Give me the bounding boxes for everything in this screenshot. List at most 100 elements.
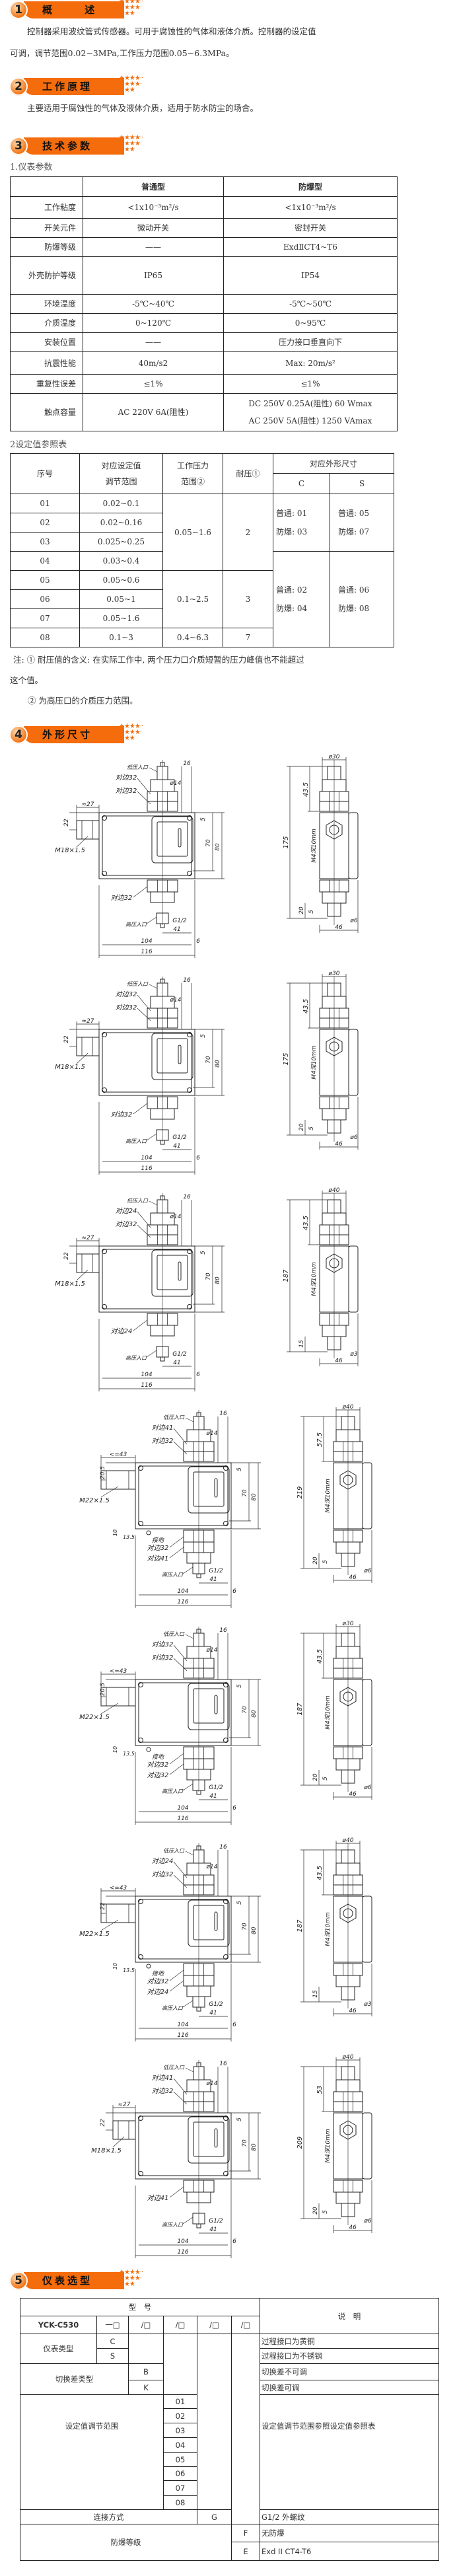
ground-label: 接地 [152,1970,164,1977]
dim-80: 80 [251,2143,258,2151]
side-cover [348,1029,359,1096]
mount-label: M4深10mm [324,2129,332,2163]
cable-thread-label: M22×1.5 [79,1714,110,1721]
housing [135,2112,232,2180]
dim-41: 41 [209,2010,217,2016]
dim-dia14: ø14 [206,2080,218,2087]
ex-value: IP54 [223,256,398,295]
stub-tip [196,2062,201,2067]
section-title: 工作原理 [42,81,93,92]
leader-line [76,836,88,848]
side-top-length-label: 43.5 [316,1649,324,1664]
stars-decoration-icon: ★★★★··★★★★·★★★ [119,134,143,153]
side-height-label: 187 [297,1703,304,1716]
header-s: S [329,473,395,494]
leader-line [173,1874,188,1888]
row-no: 05 [10,570,80,590]
model-header: 型 号 [19,2298,261,2316]
dim-dia14: ø14 [170,997,182,1004]
withstand: 3 [223,570,273,628]
top-nut-label: 对边24 [152,1857,174,1865]
leader-line [133,1319,148,1331]
housing-inner [138,1899,228,1960]
params-table: 普通型 防爆型 工作粘度<1x10⁻³m²/s<1x10⁻³m²/s 开关元件微… [10,176,398,431]
ex-value: -5℃~50℃ [223,294,398,314]
dim-104: 104 [177,2238,188,2245]
work-range: 0.05~1.6 [162,494,223,571]
side-top-length-label: 57.5 [316,1432,324,1447]
ex-value: <1x10⁻³m²/s [223,196,398,219]
screw-icon [102,1032,107,1037]
dim-80: 80 [251,1710,258,1718]
section-number: 2 [9,77,28,96]
header-c: C [273,473,330,494]
bottom-nut-label: 对边32 [147,1977,169,1985]
conn-g: G [197,2509,232,2524]
cable-height-label: 20.5 [100,1466,106,1479]
stub-tip [196,2006,201,2012]
screw-icon [223,2171,228,2176]
housing-inner [102,1249,192,1309]
type-c: C [96,2334,129,2349]
row-no: 08 [10,628,80,647]
side-top-length-label: 43.5 [302,782,310,797]
diff-b-desc: 切换差不可调 [260,2363,440,2380]
top-nut-label: 对边41 [152,1424,174,1432]
table-row: 防爆等级——ExdⅡCT4~T6 [10,237,398,257]
leader-line [100,1703,119,1714]
leader-line [185,2067,194,2073]
row-label: 防爆等级 [10,237,83,257]
indicator-slot [178,1045,182,1064]
side-top-length-label: 43.5 [302,999,310,1013]
leader-line [149,984,158,989]
stars-decoration-icon: ★★★★··★★★★·★★★ [119,0,143,17]
dim-6: 6 [232,2022,236,2028]
blank-cell [128,2334,164,2364]
stub-tip [160,1195,165,1200]
params-header-normal: 普通型 [83,176,224,197]
high-port-label: 高压入口 [162,2222,184,2228]
top-nut-label: 对边32 [152,1654,174,1662]
section-header-dimensions: 4 外形尺寸 ★★★★··★★★★·★★★ [9,723,155,745]
dim-116: 116 [141,949,152,955]
leader-line [146,1350,157,1358]
normal-value: —— [83,332,224,352]
dim-70: 70 [205,1056,212,1064]
dim-104: 104 [177,1588,188,1595]
dim-116: 116 [141,1165,152,1172]
ex-e: E [230,2542,261,2561]
row-range: 0.05~0.6 [79,570,163,590]
dim-80: 80 [251,1493,258,1501]
dim-70: 70 [205,1272,212,1280]
leader-line [169,1980,184,1992]
housing [135,1679,232,1746]
ex-value: 0~95℃ [223,313,398,333]
type-label: 仪表类型 [20,2334,97,2364]
ground-height-label: 10 [112,1963,118,1969]
row-label: 安装位置 [10,332,83,352]
cable-width-label: ≈27 [82,801,94,808]
ground-terminal-icon [146,1964,151,1969]
table-row: 重复性误差≤1%≤1% [10,374,398,394]
dim-6: 6 [196,1155,200,1161]
slot-1: 一□ [96,2316,129,2334]
high-port-label: 高压入口 [162,1788,184,1794]
side-width-label: 46 [349,1574,357,1581]
section-title: 仪表选型 [42,2275,93,2287]
leader-line [173,2091,188,2105]
thread-label: G1/2 [172,1351,187,1358]
diff-b: B [128,2363,164,2380]
screw-icon [138,1899,143,1904]
blank-cell [197,2334,232,2510]
s-ex: 防爆: 07 [338,527,370,536]
leader-line [137,778,151,795]
normal-value: ≤1% [83,374,224,394]
